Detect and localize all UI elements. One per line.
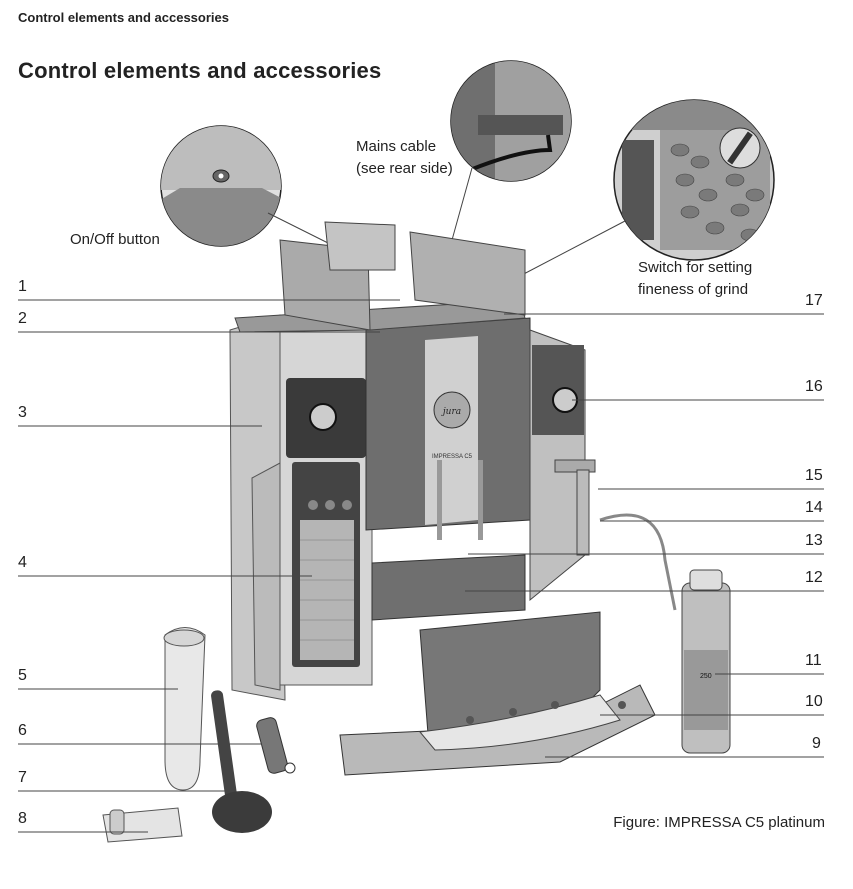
label-8: 8 [18, 810, 27, 827]
label-2: 2 [18, 310, 27, 327]
on-off-magnifier [160, 125, 331, 247]
label-7: 7 [18, 769, 27, 786]
bottle-volume: 250 [700, 673, 712, 680]
grinder-magnifier [517, 99, 775, 278]
leader-lines [18, 299, 824, 833]
label-1: 1 [18, 278, 27, 295]
label-3: 3 [18, 404, 27, 421]
cleaning-bottle: 250 [681, 569, 731, 754]
on-off-callout: On/Off button [70, 231, 160, 248]
measuring-spoon [211, 690, 272, 833]
milk-system-connector [256, 717, 296, 774]
coffee-machine: jura IMPRESSA C5 [229, 221, 677, 776]
mains-cable-magnifier [450, 60, 572, 241]
label-14: 14 [805, 499, 823, 516]
label-15: 15 [805, 467, 823, 484]
water-filter-cartridge [163, 627, 206, 791]
label-5: 5 [18, 667, 27, 684]
page-title: Control elements and accessories [18, 58, 382, 83]
page-header: Control elements and accessories [18, 10, 229, 25]
label-10: 10 [805, 693, 823, 710]
label-17: 17 [805, 292, 823, 309]
label-6: 6 [18, 722, 27, 739]
filter-tablet-holder [102, 807, 183, 843]
grind-callout-line2: fineness of grind [638, 281, 749, 298]
brand-logo: jura [441, 407, 461, 417]
label-16: 16 [805, 378, 823, 395]
mains-cable-callout-line1: Mains cable [356, 138, 437, 155]
mains-cable-callout-line2: (see rear side) [356, 160, 453, 177]
label-12: 12 [805, 569, 823, 586]
model-name: IMPRESSA C5 [432, 454, 473, 460]
label-4: 4 [18, 554, 27, 571]
label-9: 9 [812, 735, 821, 752]
label-13: 13 [805, 532, 823, 549]
label-11: 11 [805, 652, 822, 669]
grind-callout-line1: Switch for setting [638, 259, 753, 276]
figure-caption: Figure: IMPRESSA C5 platinum [613, 814, 825, 831]
